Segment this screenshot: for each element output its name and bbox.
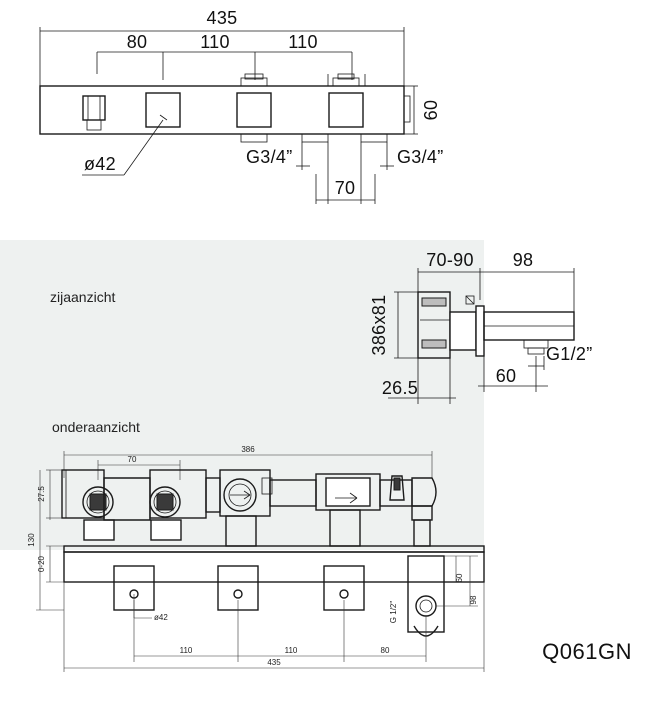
front-knob-1 bbox=[145, 92, 181, 128]
bottom-body-length: 386 bbox=[241, 445, 255, 454]
side-outlet-depth: 60 bbox=[496, 366, 517, 386]
model-code: Q061GN bbox=[542, 639, 632, 664]
bottom-spacing-3: 80 bbox=[381, 646, 390, 655]
bottom-view: onderaanzicht 70 386 bbox=[27, 419, 485, 672]
front-connection-left: G3/4” bbox=[246, 147, 293, 167]
bottom-total-width: 435 bbox=[267, 658, 281, 667]
side-body-size: 386x81 bbox=[369, 295, 389, 356]
bottom-outlet-height: 60 bbox=[455, 573, 464, 582]
front-view: 435 80 110 110 bbox=[39, 8, 444, 204]
bottom-inlet-spacing: 70 bbox=[128, 455, 137, 464]
front-spacing-1: 80 bbox=[127, 32, 148, 52]
front-knob-2 bbox=[236, 92, 272, 128]
front-connection-right: G3/4” bbox=[397, 147, 444, 167]
front-spacing-3: 110 bbox=[288, 32, 318, 52]
side-projection: 98 bbox=[513, 250, 534, 270]
bottom-outlet-thread: G 1/2" bbox=[389, 601, 398, 624]
side-depth-range: 70-90 bbox=[426, 250, 474, 270]
front-diameter: ø42 bbox=[84, 154, 116, 174]
bottom-total-height: 130 bbox=[27, 533, 36, 547]
bottom-wall-range: 0-20 bbox=[37, 555, 46, 572]
bottom-body-offset: 27.5 bbox=[37, 486, 46, 502]
side-view: zijaanzicht 70-90 98 386x81 26.5 bbox=[50, 250, 593, 404]
bottom-view-title: onderaanzicht bbox=[52, 419, 140, 435]
front-connection-spacing: 70 bbox=[335, 178, 356, 198]
front-spacing-2: 110 bbox=[200, 32, 230, 52]
side-view-title: zijaanzicht bbox=[50, 289, 115, 305]
bottom-spacing-2: 110 bbox=[285, 646, 298, 655]
front-height: 60 bbox=[421, 100, 441, 121]
bottom-outlet-offset: 98 bbox=[469, 595, 478, 604]
front-holder bbox=[82, 95, 106, 121]
side-offset: 26.5 bbox=[382, 378, 418, 398]
front-total-width: 435 bbox=[207, 8, 238, 28]
bottom-spacing-1: 110 bbox=[180, 646, 193, 655]
front-knob-3 bbox=[328, 92, 364, 128]
bottom-diameter: ø42 bbox=[154, 613, 168, 622]
side-outlet-thread: G1/2” bbox=[546, 344, 593, 364]
